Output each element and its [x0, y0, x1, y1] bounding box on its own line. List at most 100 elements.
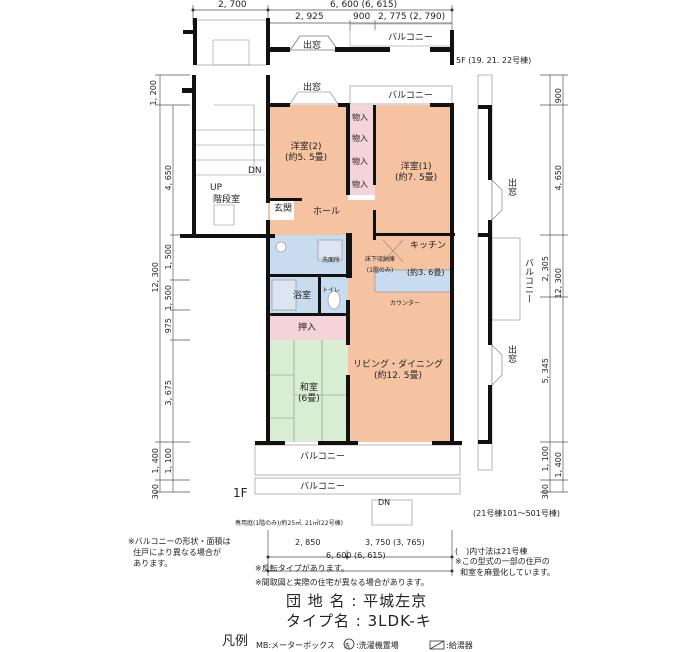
- washer-legend-icon: [343, 638, 355, 650]
- dim-left: 12, 300: [151, 262, 160, 293]
- washitsu-name: 和室: [299, 383, 318, 393]
- western-room-1-name: 洋室(1): [400, 162, 432, 172]
- closet-label: 物入: [352, 157, 368, 166]
- floor5-bay-label: 出窓: [303, 41, 322, 51]
- dim-left: 4, 650: [164, 165, 173, 191]
- stairwell-label: 階段室: [213, 195, 241, 205]
- stair-dn-label: DN: [248, 166, 262, 176]
- stair-up-label: UP: [210, 183, 223, 193]
- colon: :: [351, 592, 358, 610]
- right-bay-label: 出窓: [506, 178, 516, 196]
- washitsu-label: 和室(6畳): [298, 383, 320, 405]
- colon: :: [355, 612, 362, 630]
- differ-note: ※間取図と実際の住宅が異なる場合があります。: [255, 578, 429, 587]
- washitsu-note: ※この型式の一部の住戸の 和室を麻畳化しています。: [455, 556, 555, 578]
- counter-label: カウンター: [390, 300, 421, 307]
- dim-top-3: 2, 925: [295, 12, 324, 22]
- dim-bottom: 2, 850: [295, 538, 321, 547]
- room-fills: [196, 78, 452, 442]
- washitsu-note-line: ※この型式の一部の住戸の: [455, 557, 550, 566]
- dim-top-1: 2, 700: [218, 0, 247, 10]
- type-name: 3LDK-キ: [367, 612, 432, 630]
- dim-right: 12, 300: [554, 268, 563, 299]
- floor5-partial: [183, 18, 454, 66]
- dim-right: 1, 100: [541, 446, 550, 472]
- balcony-top-label: バルコニー: [388, 91, 433, 101]
- dim-left: 1, 400: [151, 448, 160, 474]
- dim-right: 1, 400: [554, 452, 563, 478]
- dim-right: 2, 305: [541, 256, 550, 282]
- balcony-note-line: 住戸により異なる場合が: [133, 548, 221, 557]
- estate-name: 平城左京: [363, 592, 428, 610]
- dim-left: 1, 500: [164, 285, 173, 311]
- floor5-label: 5F (19. 21. 22号棟): [456, 56, 532, 65]
- western-room-1-size: (約7. 5畳): [395, 173, 438, 183]
- underfloor-note: (1階のみ): [366, 267, 394, 274]
- dim-top-5: 2, 775 (2, 790): [378, 12, 446, 22]
- dimension-lines: [155, 5, 568, 576]
- western-room-1-label: 洋室(1)(約7. 5畳): [395, 162, 437, 184]
- floor-1f-label: 1F: [233, 486, 248, 500]
- estate-name-row: 団 地 名 : 平城左京: [286, 592, 427, 610]
- walls: [180, 75, 492, 445]
- dim-right: 4, 650: [554, 165, 563, 191]
- dim-right: 5, 345: [541, 358, 550, 384]
- dim-top-2: 6, 600 (6, 615): [330, 0, 398, 10]
- type-name-row: タイプ名 : 3LDK-キ: [286, 612, 432, 630]
- closet-label: 物入: [352, 134, 368, 143]
- dim-bottom-total: 6, 600 (6, 615): [326, 551, 386, 560]
- washroom-label: 洗面所: [322, 257, 341, 264]
- dim-top-4: 900: [353, 12, 371, 22]
- right-balcony-label: バルコニー: [523, 258, 533, 303]
- balcony-note-line: ※バルコニーの形状・面積は: [128, 537, 231, 546]
- bay-window-label: 出窓: [303, 83, 322, 93]
- toilet-label: トイレ: [322, 287, 341, 294]
- dim-right: 900: [554, 88, 563, 104]
- oshiire-label: 押入: [298, 323, 317, 333]
- legend-heater: :給湯器: [446, 641, 473, 650]
- underfloor-name: 床下収納庫: [365, 256, 396, 263]
- dim-left: 1, 100: [164, 448, 173, 474]
- floor5-balcony-label: バルコニー: [388, 33, 433, 43]
- legend-washer: :洗濯機置場: [356, 641, 399, 650]
- estate-label: 団 地 名: [286, 592, 346, 610]
- legend-title: 凡例: [222, 634, 249, 649]
- legend-mb: MB:メーターボックス: [256, 641, 335, 650]
- hall-label: ホール: [313, 207, 341, 217]
- type-label: タイプ名: [286, 612, 351, 630]
- closet-label: 物入: [352, 180, 368, 189]
- legend-washer-symbol: 洗: [344, 643, 351, 650]
- dim-left: 1, 500: [164, 244, 173, 270]
- western-room-2-name: 洋室(2): [290, 142, 322, 152]
- kitchen-label: キッチン: [410, 241, 447, 251]
- garden-note: 専用庭(1階のみ)/約25㎡, 21㎡(22号棟): [235, 520, 343, 527]
- washitsu-size: (6畳): [298, 394, 320, 404]
- heater-legend-icon: [429, 640, 445, 650]
- dim-left: 1, 200: [149, 80, 158, 106]
- right-bay-label: 出窓: [506, 345, 516, 363]
- entrance-label: 玄関: [274, 204, 293, 214]
- balcony-note: ※バルコニーの形状・面積は 住戸により異なる場合が あります。: [128, 536, 231, 569]
- building-range-note: (21号棟101～501号棟): [473, 509, 560, 518]
- paren-note: ( )内寸法は21号棟: [455, 547, 528, 556]
- dim-left: 3, 675: [164, 380, 173, 406]
- balcony-note-line: あります。: [133, 559, 173, 568]
- western-room-2-size: (約5. 5畳): [285, 153, 328, 163]
- balcony-bottom-label: バルコニー: [300, 452, 345, 462]
- living-dining-label: リビング・ダイニング(約12. 5畳): [353, 360, 443, 382]
- western-room-2-label: 洋室(2)(約5. 5畳): [285, 142, 327, 164]
- dim-left: 975: [164, 318, 173, 334]
- dimension-dots: [191, 8, 454, 573]
- living-name: リビング・ダイニング: [353, 360, 444, 370]
- underfloor-storage-label: 床下収納庫 (1階のみ): [365, 254, 395, 276]
- kitchen-size: (約3. 6畳): [407, 268, 445, 277]
- washitsu-note-line: 和室を麻畳化しています。: [460, 568, 556, 577]
- dim-left: 300: [151, 484, 160, 500]
- fixtures: [196, 74, 521, 526]
- balcony-1f-label: バルコニー: [300, 482, 345, 492]
- dim-right: 300: [541, 484, 550, 500]
- reverse-note: ※反転タイプがあります。: [255, 564, 349, 573]
- dim-bottom: 3, 750 (3, 765): [365, 538, 425, 547]
- dn-label: DN: [378, 498, 391, 507]
